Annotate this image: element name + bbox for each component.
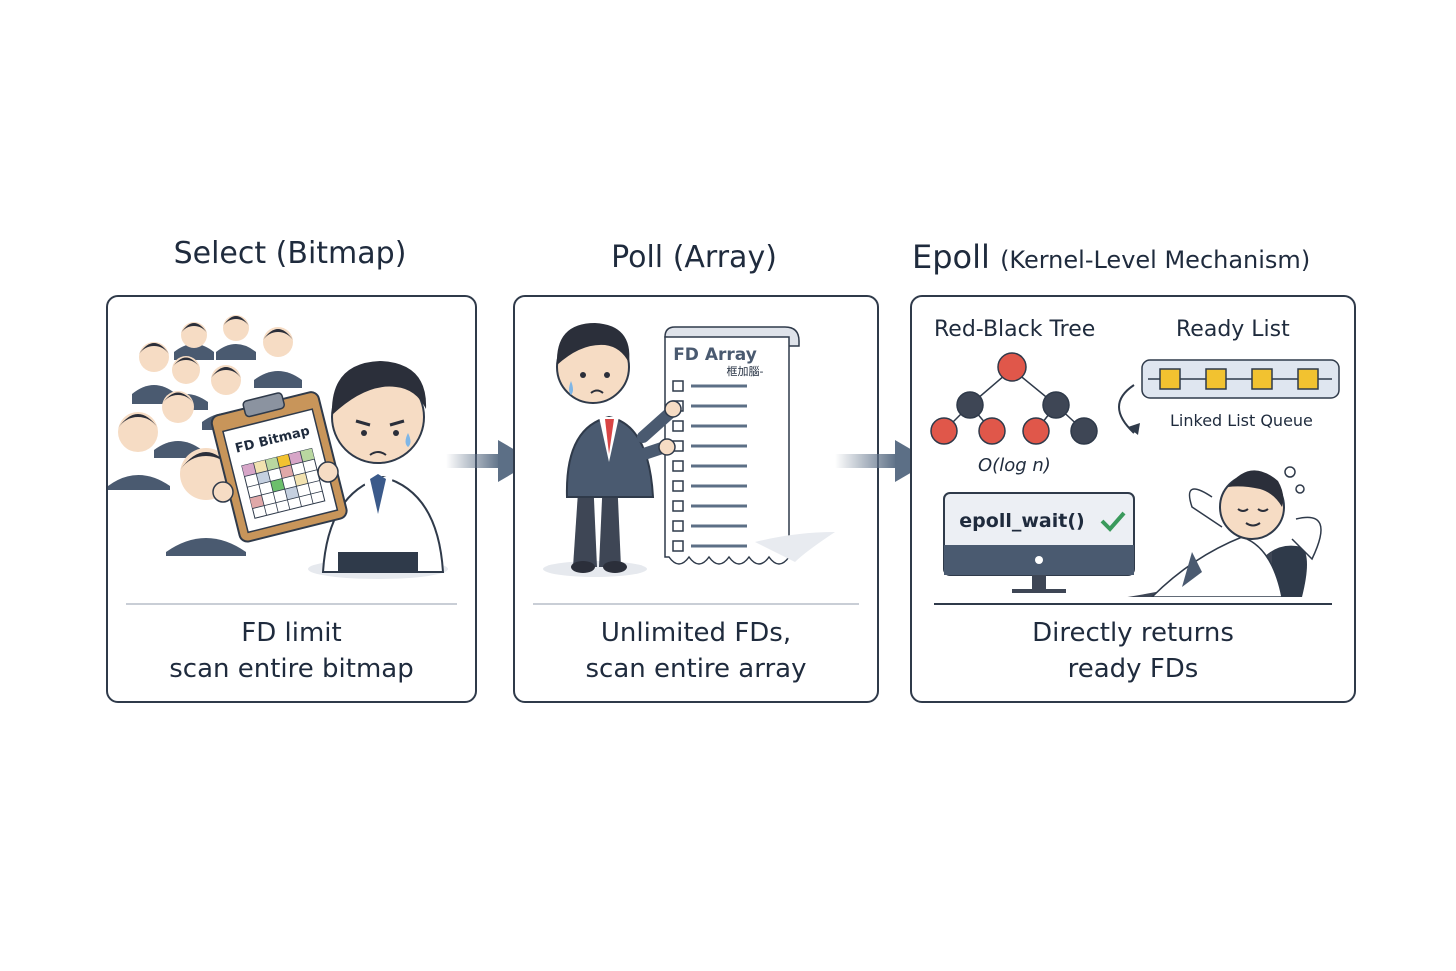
poll-caption-line1: Unlimited FDs,	[600, 618, 792, 648]
select-caption-line1: FD limit	[241, 618, 342, 648]
select-illustration: FD Bitmap	[108, 315, 448, 579]
select-panel: FD Bitmap FD limit scan entire bitmap	[106, 295, 477, 703]
epoll-caption-line1: Directly returns	[1032, 618, 1234, 648]
poll-caption-line2: scan entire array	[585, 654, 807, 684]
monitor-icon: epoll_wait()	[943, 492, 1135, 593]
epoll-divider	[934, 603, 1332, 605]
tree-label: Red-Black Tree	[934, 317, 1096, 342]
poll-panel: FD Array 框加腦-	[513, 295, 879, 703]
epoll-title-main: Epoll	[912, 238, 990, 276]
poll-title: Poll (Array)	[513, 240, 875, 275]
red-black-tree-icon	[930, 352, 1098, 445]
select-title-paren: (Bitmap)	[275, 236, 407, 271]
select-title-main: Select	[173, 236, 267, 271]
epoll-caption-line2: ready FDs	[1067, 654, 1199, 684]
poll-divider	[533, 603, 859, 605]
poll-title-paren: (Array)	[672, 240, 777, 275]
epoll-illustration: epoll_wait()	[930, 352, 1340, 597]
select-caption-line2: scan entire bitmap	[169, 654, 414, 684]
queue-label: Linked List Queue	[1170, 411, 1313, 430]
epoll-panel: Red-Black Tree Ready List Linked List Qu…	[910, 295, 1356, 703]
select-divider	[126, 603, 457, 605]
scroll-icon: FD Array 框加腦-	[664, 326, 835, 565]
crowd-icon	[108, 315, 302, 556]
ready-label: Ready List	[1176, 317, 1290, 342]
epoll-title-paren: (Kernel-Level Mechanism)	[1000, 246, 1311, 274]
ready-list-icon	[1118, 359, 1340, 435]
scroll-label: FD Array	[673, 345, 757, 365]
complexity-label: O(log n)	[978, 455, 1051, 476]
worried-man-icon	[556, 323, 682, 573]
clipboard-icon: FD Bitmap	[210, 391, 348, 543]
relaxed-man-icon	[1127, 466, 1322, 597]
select-title: Select (Bitmap)	[106, 236, 474, 271]
scroll-sublabel: 框加腦-	[727, 364, 764, 378]
poll-caption: Unlimited FDs, scan entire array	[515, 615, 877, 687]
epoll-title: Epoll (Kernel-Level Mechanism)	[912, 238, 1372, 276]
epoll-caption: Directly returns ready FDs	[912, 615, 1354, 687]
poll-title-main: Poll	[611, 240, 664, 275]
worried-man-icon	[321, 361, 445, 573]
poll-illustration: FD Array 框加腦-	[543, 323, 835, 577]
monitor-text: epoll_wait()	[959, 510, 1084, 532]
select-caption: FD limit scan entire bitmap	[108, 615, 475, 687]
